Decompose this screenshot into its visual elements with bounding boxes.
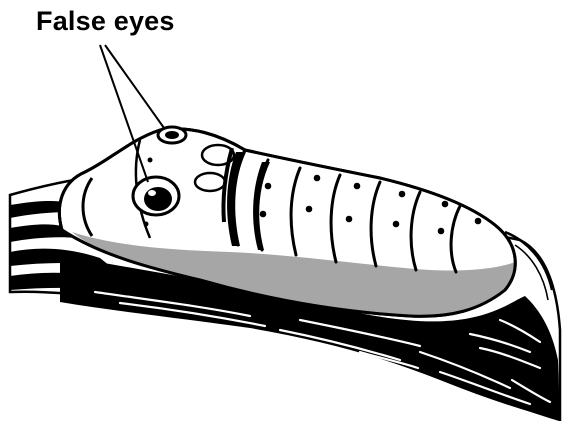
- false-eye-small-icon: [158, 127, 186, 143]
- false-eyes-label: False eyes: [36, 6, 175, 37]
- thorax-spot-lower: [195, 173, 225, 191]
- false-eye-icon: [133, 177, 179, 215]
